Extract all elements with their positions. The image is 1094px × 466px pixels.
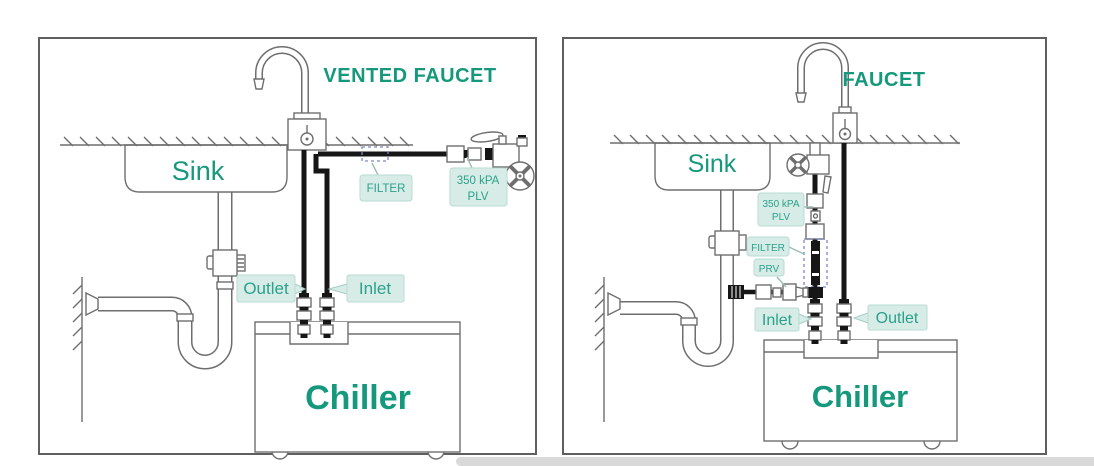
inlet-label: Inlet xyxy=(359,279,391,298)
vented-faucet xyxy=(253,46,327,151)
plv-valve-body xyxy=(446,145,465,163)
faucet xyxy=(795,42,858,144)
chiller-outlet-fitting xyxy=(296,292,312,339)
outlet-callout: Outlet xyxy=(852,304,928,331)
filter-callout: FILTER xyxy=(359,162,413,202)
inlet-label: Inlet xyxy=(762,312,793,329)
chiller-label: Chiller xyxy=(305,379,411,417)
faucet-diagram-panel: Chiller FAUCET Sink 350 kPA PLV FILTER P… xyxy=(562,37,1047,455)
wall xyxy=(72,277,83,422)
panel-title: FAUCET xyxy=(843,69,926,91)
supply-column xyxy=(786,142,832,288)
chiller-body xyxy=(254,321,461,453)
panel-title: VENTED FAUCET xyxy=(323,65,496,87)
plv-valve-body xyxy=(806,193,824,209)
chiller-inlet-fitting xyxy=(807,298,823,345)
valve-wheel-handle-icon xyxy=(505,161,535,191)
faucet-spout-tip xyxy=(795,92,807,103)
filter-label: FILTER xyxy=(367,183,406,195)
filter-callout: FILTER xyxy=(746,236,805,257)
counter xyxy=(610,134,960,145)
inlet-pipe xyxy=(313,154,330,293)
wall xyxy=(594,277,605,422)
plv-label-line2: PLV xyxy=(772,212,790,223)
faucet-spout-tip xyxy=(253,78,265,90)
valve-lever xyxy=(822,175,832,194)
drain-fitting xyxy=(714,230,740,256)
chiller-top-tray xyxy=(803,340,879,359)
valve-wheel-handle-icon xyxy=(786,153,810,177)
valve-lever xyxy=(470,131,504,143)
sink-drain-p-trap xyxy=(85,192,246,370)
prv-label: PRV xyxy=(759,264,780,275)
outlet-callout: Outlet xyxy=(236,274,307,303)
prv-body xyxy=(755,284,772,300)
sink xyxy=(654,142,771,191)
wall-flange xyxy=(607,291,621,317)
supply-line xyxy=(318,131,535,191)
sink-label: Sink xyxy=(172,156,225,186)
prv-callout: PRV xyxy=(753,258,787,288)
faucet-gooseneck xyxy=(255,46,309,119)
stop-valve-body xyxy=(806,154,830,175)
chiller-unit: Chiller xyxy=(254,292,461,460)
drain-fitting xyxy=(212,249,238,277)
inline-filter xyxy=(361,146,389,162)
sink xyxy=(124,144,288,193)
chiller-unit: Chiller xyxy=(763,295,958,450)
plv-callout: 350 kPA PLV xyxy=(757,192,813,227)
chiller-inlet-fitting xyxy=(319,292,335,339)
vented-faucet-diagram-panel: Chiller VENTED FAUCET Sink FILTER 350 kP… xyxy=(38,37,537,460)
plv-label-line1: 350 kPA xyxy=(762,199,799,210)
chiller-outlet-fitting xyxy=(836,298,852,345)
panel-frame xyxy=(562,37,1047,455)
inlet-callout: Inlet xyxy=(327,274,405,303)
counter xyxy=(60,136,413,147)
outlet-label: Outlet xyxy=(243,279,289,298)
wall-flange xyxy=(85,291,99,317)
filter-body xyxy=(811,241,820,285)
sink-drain-p-trap xyxy=(607,190,747,367)
drain-connection-line xyxy=(728,283,823,301)
tee-fitting xyxy=(808,287,823,298)
sink-label: Sink xyxy=(688,150,737,178)
filter-label: FILTER xyxy=(751,243,785,254)
compression-nut xyxy=(485,148,493,160)
faucet-gooseneck xyxy=(797,42,849,115)
outlet-label: Outlet xyxy=(876,310,919,327)
pipe-coupling xyxy=(176,313,194,322)
plv-label-line2: PLV xyxy=(468,191,489,203)
pipe-coupling xyxy=(680,317,698,326)
footer-scroll-strip xyxy=(456,457,1094,466)
saddle-clamp xyxy=(728,285,744,299)
inlet-callout: Inlet xyxy=(754,307,813,332)
plv-label-line1: 350 kPA xyxy=(457,175,500,187)
chiller-label: Chiller xyxy=(812,379,908,414)
plv-callout: 350 kPA PLV xyxy=(449,156,508,207)
pipe-coupling xyxy=(216,281,234,290)
